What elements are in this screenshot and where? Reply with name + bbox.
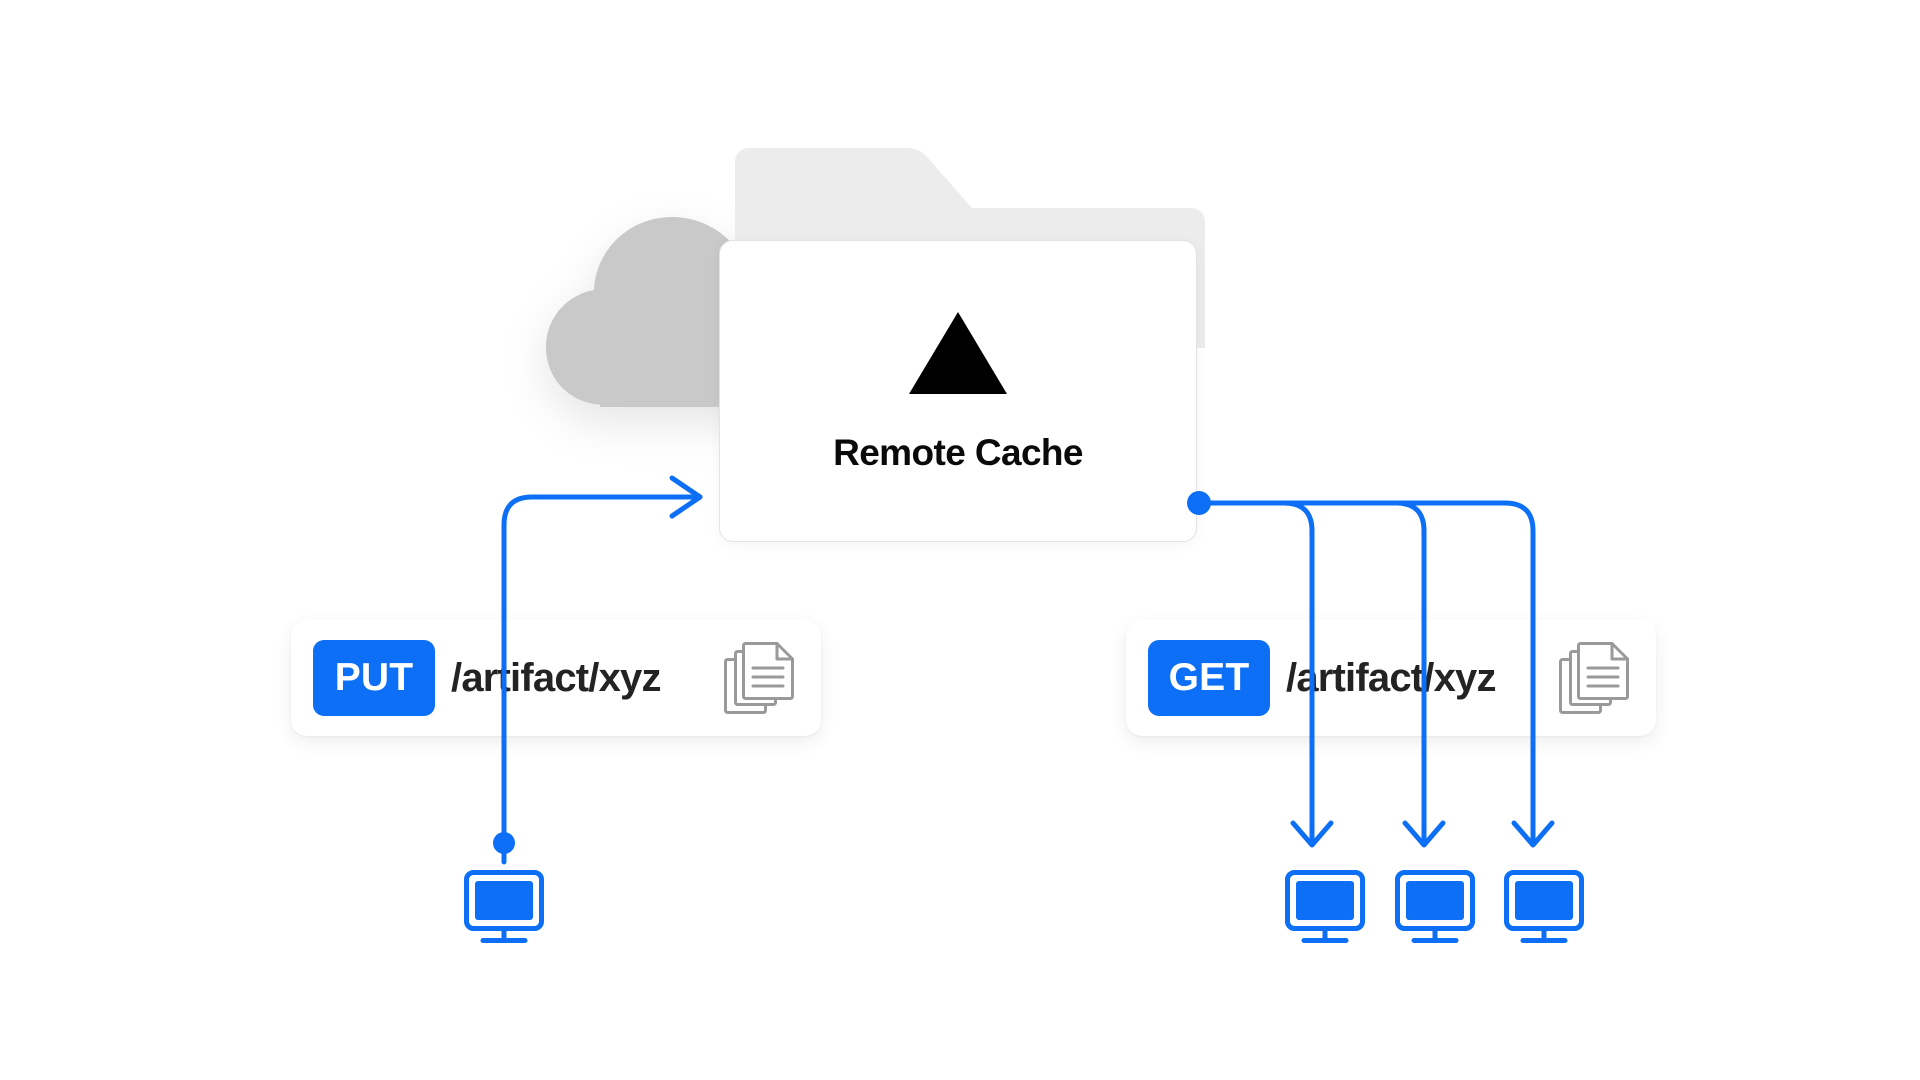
monitor-icon-consumer-1[interactable] (1285, 870, 1365, 944)
remote-cache-label: Remote Cache (833, 432, 1083, 473)
put-method-badge[interactable]: PUT (313, 640, 435, 716)
monitor-icon-consumer-2[interactable] (1395, 870, 1475, 944)
stacked-documents-icon (724, 642, 794, 714)
monitor-icon-consumer-3[interactable] (1504, 870, 1584, 944)
stacked-documents-icon (1559, 642, 1629, 714)
vercel-triangle-logo (909, 312, 1007, 394)
monitor-icon-producer[interactable] (464, 870, 544, 944)
remote-cache-node[interactable]: Remote Cache (719, 240, 1197, 542)
